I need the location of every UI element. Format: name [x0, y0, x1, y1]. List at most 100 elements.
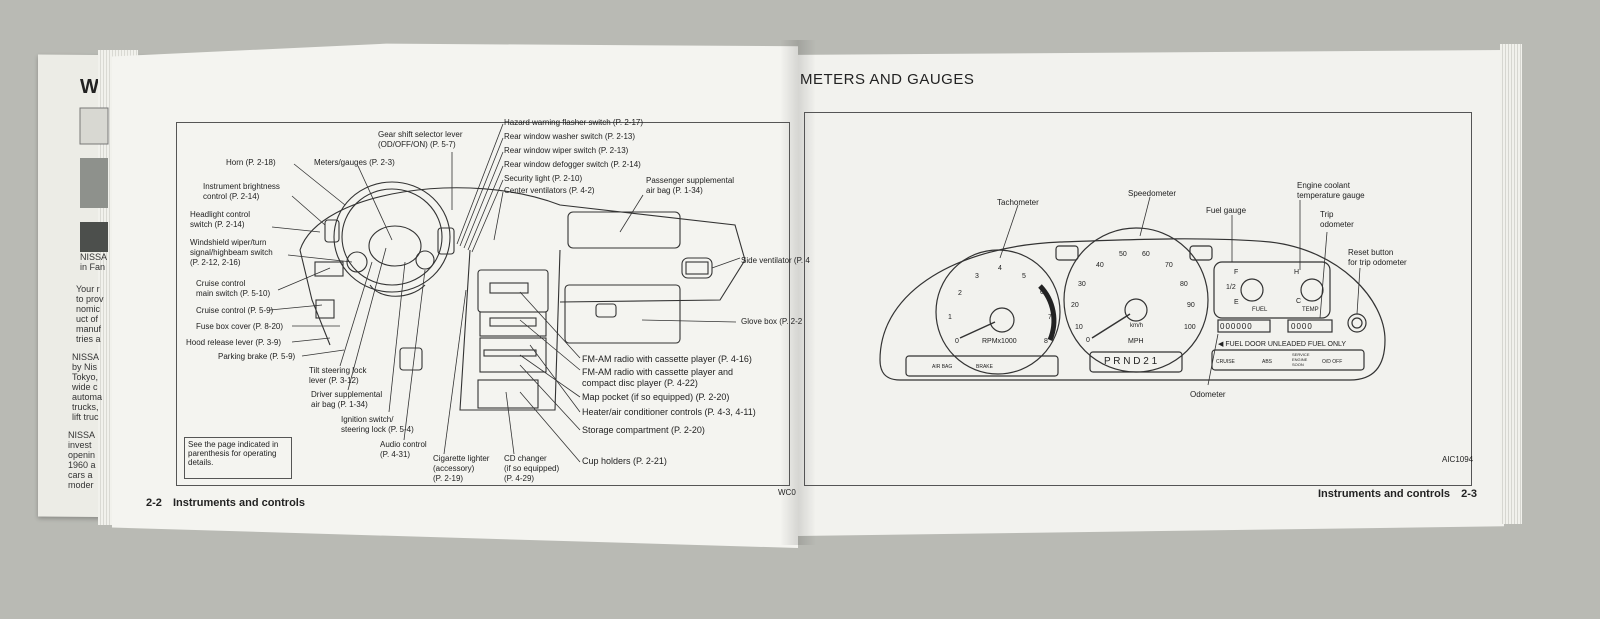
label-cruise: Cruise control (P. 5-9)	[196, 306, 274, 315]
label-ignition: Ignition switch/	[341, 415, 394, 424]
label-fuel-gauge: Fuel gauge	[1206, 206, 1247, 215]
label-driver-bag-sub: air bag (P. 1-34)	[311, 400, 368, 409]
label-map-pocket: Map pocket (if so equipped) (P. 2-20)	[582, 392, 730, 402]
section-heading: METERS AND GAUGES	[800, 71, 975, 88]
right-page-number: 2-3	[1461, 488, 1477, 500]
label-glove: Glove box (P. 2-2	[741, 317, 803, 326]
label-horn: Horn (P. 2-18)	[226, 158, 276, 167]
warning-od-off: O/D OFF	[1322, 359, 1343, 365]
label-wiper-sub: signal/highbeam switch	[190, 248, 273, 257]
speed-tick-50: 50	[1119, 251, 1127, 258]
temp-mark-c: C	[1296, 298, 1302, 305]
warning-airbag: AIR BAG	[932, 364, 953, 370]
speed-tick-30: 30	[1078, 281, 1086, 288]
label-driver-bag: Driver supplemental	[311, 390, 383, 399]
label-tilt-sub: lever (P. 3-12)	[309, 376, 359, 385]
note-box: See the page indicated in parenthesis fo…	[184, 437, 292, 479]
label-passenger-bag-sub: air bag (P. 1-34)	[646, 186, 703, 195]
tach-tick-2: 2	[958, 290, 962, 297]
speed-tick-70: 70	[1165, 262, 1173, 269]
label-tilt: Tilt steering lock	[309, 366, 367, 375]
warning-brake: BRAKE	[976, 364, 993, 370]
label-cigarette: Cigarette lighter	[433, 454, 490, 463]
label-fuse: Fuse box cover (P. 8-20)	[196, 322, 284, 331]
label-heater: Heater/air conditioner controls (P. 4-3,…	[582, 407, 756, 417]
label-center-vent: Center ventilators (P. 4-2)	[504, 186, 595, 195]
left-page	[112, 43, 798, 548]
temp-mark-h: H	[1294, 269, 1300, 276]
label-cd-sub: (if so equipped)	[504, 464, 560, 473]
diagram-code: AIC1094	[1442, 455, 1474, 464]
gear-indicator: P R N D 2 1	[1104, 356, 1158, 367]
label-wiper: Windshield wiper/turn	[190, 238, 267, 247]
kmh-label: km/h	[1130, 323, 1144, 329]
speed-tick-100: 100	[1184, 324, 1196, 331]
label-cd: CD changer	[504, 454, 547, 463]
label-fm-cd-sub: compact disc player (P. 4-22)	[582, 378, 698, 388]
warning-service-engine: SERVICE ENGINE SOON	[1292, 352, 1310, 367]
label-meters: Meters/gauges (P. 2-3)	[314, 158, 395, 167]
label-reset: Reset button	[1348, 248, 1394, 257]
tach-tick-4: 4	[998, 265, 1002, 272]
right-page-stack	[1500, 44, 1522, 524]
label-ignition-sub: steering lock (P. 5-4)	[341, 425, 414, 434]
label-trip-sub: odometer	[1320, 220, 1354, 229]
label-gear-shift: Gear shift selector lever	[378, 130, 463, 139]
fuel-door-text: ◀ FUEL DOOR UNLEADED FUEL ONLY	[1218, 341, 1347, 348]
left-footer: 2-2 Instruments and controls	[146, 497, 305, 509]
fuel-mark-half: 1/2	[1226, 284, 1236, 291]
label-rear-wiper: Rear window wiper switch (P. 2-13)	[504, 146, 629, 155]
label-audio-sub: (P. 4-31)	[380, 450, 411, 459]
label-trip: Trip	[1320, 210, 1334, 219]
back-caption-nissa: NISSA	[80, 252, 108, 262]
label-tachometer: Tachometer	[997, 198, 1039, 207]
label-headlight: Headlight control	[190, 210, 251, 219]
tach-tick-3: 3	[975, 273, 979, 280]
label-rear-defogger: Rear window defogger switch (P. 2-14)	[504, 160, 641, 169]
label-side-vent: Side ventilator (P. 4	[741, 256, 810, 265]
left-code-fragment: WC0	[778, 488, 796, 497]
label-coolant-sub: temperature gauge	[1297, 191, 1365, 200]
label-cup-holders: Cup holders (P. 2-21)	[582, 456, 667, 466]
back-page-heading: W	[80, 76, 99, 98]
right-footer: Instruments and controls 2-3	[1318, 488, 1477, 500]
right-page	[798, 50, 1504, 536]
warning-abs: ABS	[1262, 359, 1273, 365]
label-gear-shift-sub: (OD/OFF/ON) (P. 5-7)	[378, 140, 456, 149]
fuel-mark-e: E	[1234, 299, 1239, 306]
cluster-diagram-frame	[804, 112, 1472, 486]
label-security: Security light (P. 2-10)	[504, 174, 583, 183]
label-passenger-bag: Passenger supplemental	[646, 176, 735, 185]
speed-tick-10: 10	[1075, 324, 1083, 331]
fuel-mark-f: F	[1234, 269, 1239, 276]
label-fm-cassette: FM-AM radio with cassette player (P. 4-1…	[582, 354, 752, 364]
right-footer-title: Instruments and controls	[1318, 488, 1451, 500]
fuel-label: FUEL	[1252, 307, 1268, 313]
dashboard-diagram-frame	[176, 122, 790, 486]
tach-tick-7: 7	[1048, 314, 1052, 321]
label-brightness-sub: control (P. 2-14)	[203, 192, 260, 201]
label-hood: Hood release lever (P. 3-9)	[186, 338, 282, 347]
label-speedometer: Speedometer	[1128, 189, 1177, 198]
label-storage: Storage compartment (P. 2-20)	[582, 425, 705, 435]
odometer-display: 000000	[1220, 322, 1253, 331]
label-odometer: Odometer	[1190, 390, 1226, 399]
speed-tick-90: 90	[1187, 302, 1195, 309]
book-gutter	[780, 40, 816, 545]
left-page-number: 2-2	[146, 497, 162, 509]
label-cigarette-sub2: (P. 2-19)	[433, 474, 464, 483]
label-brightness: Instrument brightness	[203, 182, 280, 191]
tach-tick-1: 1	[948, 314, 952, 321]
label-reset-sub: for trip odometer	[1348, 258, 1407, 267]
tach-tick-8: 8	[1044, 338, 1048, 345]
trip-display: 0000	[1291, 322, 1313, 331]
mph-label: MPH	[1128, 338, 1144, 345]
speed-tick-40: 40	[1096, 262, 1104, 269]
warning-cruise: CRUISE	[1216, 359, 1235, 365]
